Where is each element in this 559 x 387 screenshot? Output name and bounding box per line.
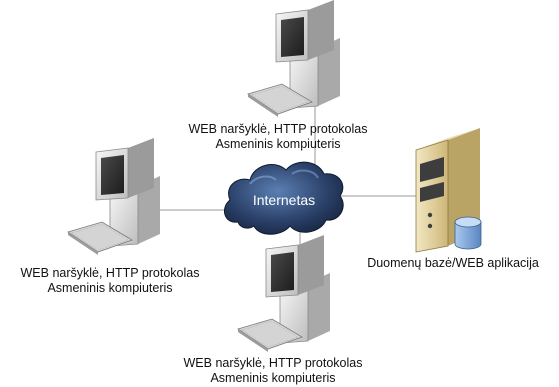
client-caption-left: WEB naršyklė, HTTP protokolas Asmeninis …: [0, 266, 220, 296]
client-caption-line2: Asmeninis kompiuteris: [215, 137, 341, 151]
client-caption-line2: Asmeninis kompiuteris: [210, 371, 336, 385]
computer-left-icon: [67, 137, 161, 256]
computer-top-icon: [247, 0, 341, 118]
computer-bottom-icon: [237, 234, 331, 353]
database-icon: [454, 216, 482, 250]
client-caption-line1: WEB naršyklė, HTTP protokolas: [183, 356, 363, 370]
internet-cloud-icon: Internetas: [223, 161, 344, 235]
server-caption-label: Duomenų bazė/WEB aplikacija: [367, 256, 539, 270]
client-caption-line2: Asmeninis kompiuteris: [47, 281, 173, 295]
server-icon: [415, 128, 480, 253]
server-caption: Duomenų bazė/WEB aplikacija: [348, 256, 558, 271]
client-caption-line1: WEB naršyklė, HTTP protokolas: [188, 122, 368, 136]
client-caption-bottom: WEB naršyklė, HTTP protokolas Asmeninis …: [163, 356, 383, 386]
client-caption-top: WEB naršyklė, HTTP protokolas Asmeninis …: [168, 122, 388, 152]
cloud-label: Internetas: [253, 192, 315, 208]
client-caption-line1: WEB naršyklė, HTTP protokolas: [20, 266, 200, 280]
